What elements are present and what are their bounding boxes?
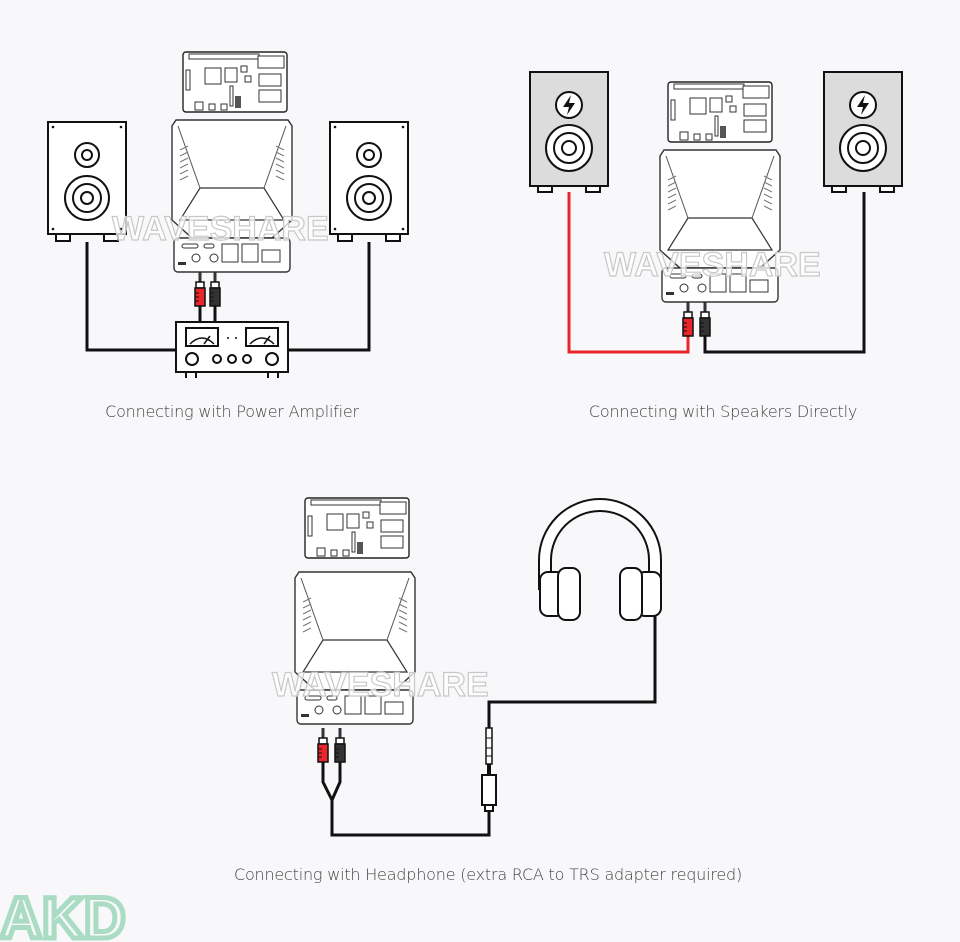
speaker-wire (85, 242, 371, 352)
headphone-cable (487, 615, 657, 728)
waveshare-watermark: WAVESHARE WAVESHARE WAVESHARE (111, 209, 821, 704)
watermark-text: WAVESHARE (112, 210, 329, 248)
caption-amplifier: Connecting with Power Amplifier (105, 402, 359, 421)
raspberry-pi-board (304, 497, 410, 559)
direct-speakers-setup (529, 71, 903, 354)
rca-cable (198, 306, 217, 322)
black-rca-plug (209, 271, 221, 307)
red-speaker-wire (567, 192, 690, 354)
left-passive-speaker (529, 71, 609, 193)
amplifier-setup (47, 51, 409, 378)
caption-headphone: Connecting with Headphone (extra RCA to … (233, 865, 743, 884)
power-amplifier (175, 321, 289, 378)
right-speaker (329, 121, 409, 242)
red-rca-plug (682, 301, 694, 337)
red-rca-plug (317, 727, 329, 763)
black-rca-plug (699, 301, 711, 337)
black-speaker-wire (703, 192, 866, 354)
caption-speakers: Connecting with Speakers Directly (588, 402, 858, 421)
watermark-text: WAVESHARE (272, 666, 489, 704)
raspberry-pi-board (667, 81, 773, 143)
black-rca-plug (334, 727, 346, 763)
headphone-setup (294, 497, 662, 837)
rca-y-cable (321, 762, 491, 837)
dac-case (171, 119, 293, 273)
akd-logo: AKD (0, 886, 126, 942)
right-passive-speaker (823, 71, 903, 193)
rca-to-trs-adapter (481, 727, 497, 812)
raspberry-pi-board (182, 51, 288, 113)
red-rca-plug (194, 271, 206, 307)
headphones (538, 498, 662, 621)
watermark-text: WAVESHARE (604, 246, 821, 284)
